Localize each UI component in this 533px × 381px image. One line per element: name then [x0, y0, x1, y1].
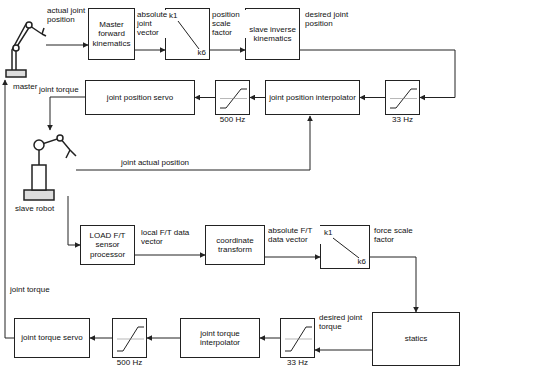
box-label: statics: [405, 334, 428, 343]
gain-matrix-box: k1 k6: [165, 8, 210, 60]
limiter-symbol: [281, 319, 314, 357]
signal-arrow: [195, 97, 215, 98]
signal-label: joint torque: [38, 85, 80, 94]
signal-label: absolute joint vector: [136, 10, 167, 38]
gain-label: k6: [358, 257, 366, 266]
filter-box: 33 Hz: [280, 318, 315, 358]
signal-arrow: [147, 338, 180, 339]
gain-label: k1: [169, 11, 177, 20]
process-box: joint position servo: [85, 80, 195, 115]
filter-box: 33 Hz: [385, 80, 420, 115]
rate-label: 500 Hz: [220, 115, 245, 124]
box-label: joint position servo: [107, 93, 173, 102]
rate-label: 500 Hz: [117, 358, 142, 367]
signal-label: joint actual position: [120, 158, 190, 167]
signal-label: joint torque: [9, 285, 51, 294]
gain-matrix-box: k1 k6: [320, 225, 370, 269]
box-label: LOAD F/T sensor processor: [84, 231, 131, 259]
signal-arrow: [135, 255, 205, 256]
signal-label: absolute F/T data vector: [267, 226, 321, 244]
process-box: coordinate transform: [205, 225, 265, 265]
rate-label: 33 Hz: [392, 115, 413, 124]
box-label: coordinate transform: [209, 236, 261, 254]
signal-label: local F/T data vector: [140, 228, 204, 246]
process-box: Master forward kinematics: [88, 8, 135, 60]
process-box: slave inverse kinematics: [245, 8, 300, 60]
box-label: Master forward kinematics: [92, 20, 131, 48]
signal-label: desired joint position: [304, 10, 352, 28]
signal-label: position scale factor: [211, 10, 247, 38]
signal-arrow: [250, 97, 265, 98]
signal-label: desired joint torque: [318, 313, 372, 331]
gain-label: k6: [198, 48, 206, 57]
signal-label: actual joint position: [46, 6, 88, 24]
limiter-symbol: [386, 81, 419, 114]
filter-box: 500 Hz: [112, 318, 147, 358]
signal-arrow: [265, 257, 320, 258]
box-label: joint torque servo: [21, 333, 82, 342]
box-label: joint position interpolator: [269, 93, 356, 102]
process-box: statics: [372, 312, 460, 366]
rate-label: 33 Hz: [287, 358, 308, 367]
signal-arrow: [135, 50, 165, 51]
process-box: joint torque interpolator: [180, 318, 260, 358]
master-arm-illustration: [6, 22, 46, 77]
process-box: joint position interpolator: [265, 80, 360, 115]
signal-arrow: [370, 257, 416, 312]
signal-arrow: [90, 338, 112, 339]
illustration-label: slave robot: [14, 204, 55, 213]
process-box: joint torque servo: [14, 318, 90, 358]
signal-arrow: [260, 338, 280, 339]
limiter-symbol: [113, 319, 146, 357]
signal-label: force scale factor: [373, 226, 421, 244]
signal-arrow: [360, 97, 385, 98]
box-label: slave inverse kinematics: [249, 25, 296, 43]
limiter-symbol: [216, 81, 249, 114]
box-label: joint torque interpolator: [184, 329, 256, 347]
filter-box: 500 Hz: [215, 80, 250, 115]
signal-arrow: [210, 50, 245, 51]
slave-robot-illustration: [24, 135, 76, 200]
gain-label: k1: [324, 228, 332, 237]
process-box: LOAD F/T sensor processor: [80, 225, 135, 265]
signal-arrow: [315, 350, 372, 351]
